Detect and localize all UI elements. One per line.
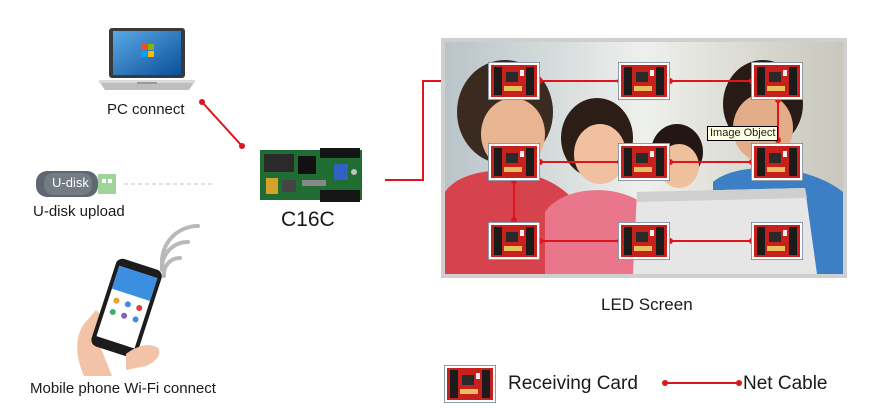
mobile-connect-label: Mobile phone Wi-Fi connect [30,380,216,397]
receiving-card [751,143,803,181]
legend-net-cable-line [662,380,742,386]
led-screen-label: LED Screen [601,295,693,314]
receiving-card [751,222,803,260]
legend-net-cable-label: Net Cable [743,373,828,394]
wifi-signal-icon [150,222,220,284]
receiving-card [488,143,540,181]
controller-label: C16C [281,208,335,231]
receiving-card [488,222,540,260]
udisk-text: U-disk [52,175,89,190]
laptop-icon [97,26,197,96]
pc-net-cable [201,101,243,147]
mobile-phone-icon [66,258,176,376]
image-object-tooltip: Image Object [707,126,779,141]
receiving-card [618,222,670,260]
receiving-card [618,143,670,181]
pc-cable-dot [199,99,205,105]
udisk-upload-label: U-disk upload [33,203,125,220]
legend-receiving-card-icon [444,365,496,403]
usb-drive-icon [36,170,118,198]
receiving-card [751,62,803,100]
controller-cable-dot [239,143,245,149]
legend-receiving-card-label: Receiving Card [508,373,638,394]
pc-connect-label: PC connect [107,101,185,118]
receiving-card [488,62,540,100]
receiving-card [618,62,670,100]
controller-board-icon [258,146,364,204]
